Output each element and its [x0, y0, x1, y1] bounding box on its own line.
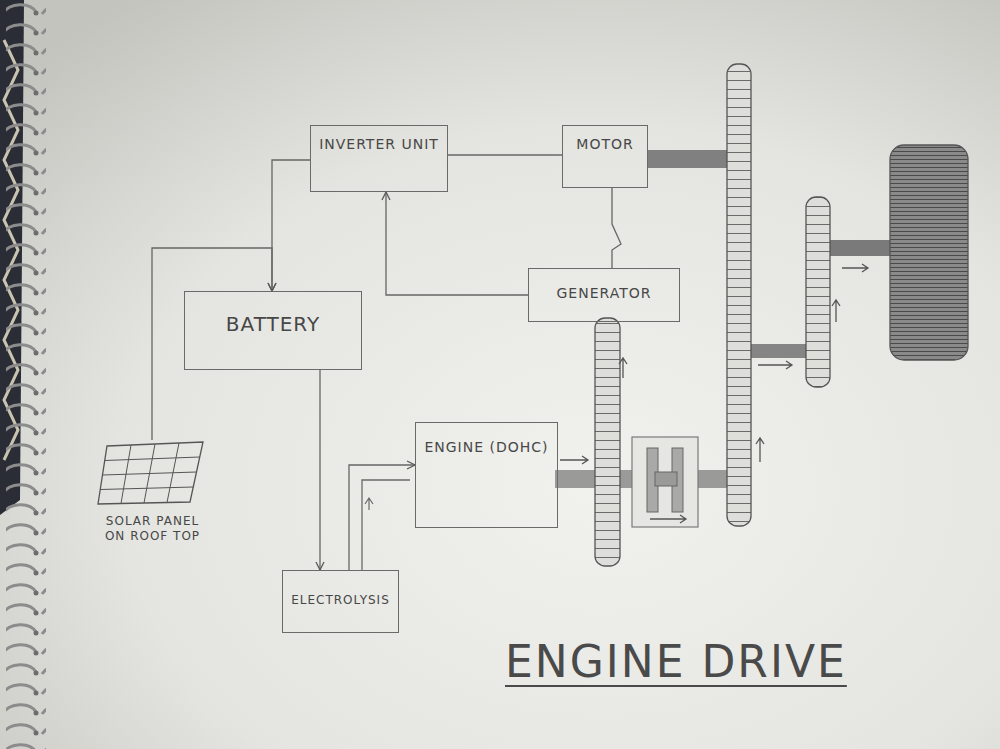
motor-shaft	[648, 150, 728, 168]
box-label: ELECTROLYSIS	[291, 593, 390, 608]
clutch-hub	[655, 472, 677, 486]
box-label: MOTOR	[576, 136, 633, 154]
inverter-box: INVERTER UNIT	[310, 125, 448, 192]
panel-outline	[98, 442, 203, 504]
reduction-gear	[806, 197, 830, 387]
connector	[272, 160, 310, 291]
motion-arrow	[842, 264, 868, 272]
solar-panel: SOLAR PANEL ON ROOF TOP	[95, 440, 210, 555]
generator-box: GENERATOR	[528, 268, 680, 322]
axle-shaft	[830, 240, 892, 256]
battery-box: BATTERY	[184, 291, 362, 370]
motion-arrow	[560, 456, 588, 464]
panel-cell-line	[144, 444, 155, 503]
flow-arrow	[365, 498, 373, 510]
motion-arrows	[560, 264, 868, 523]
connector	[319, 370, 320, 570]
connector	[612, 188, 621, 268]
engine-box: ENGINE (DOHC)	[415, 422, 558, 528]
connector	[152, 248, 272, 440]
solar-grid	[95, 440, 210, 506]
motion-arrow	[832, 300, 840, 322]
engine-gear	[595, 318, 620, 566]
clutch-housing	[632, 437, 698, 527]
box-label: GENERATOR	[557, 285, 652, 303]
intermediate-shaft	[750, 344, 808, 358]
motion-arrow	[758, 361, 792, 369]
connector	[349, 465, 415, 570]
fuel-line	[362, 480, 410, 570]
panel-cell-line	[167, 443, 179, 503]
box-label: ENGINE (DOHC)	[424, 439, 548, 457]
motor-box: MOTOR	[562, 125, 648, 188]
wheel	[890, 145, 968, 360]
panel-label: SOLAR PANEL ON ROOF TOP	[95, 514, 210, 544]
panel-cell-line	[121, 445, 131, 504]
motion-arrow	[619, 358, 627, 378]
motion-arrow	[650, 515, 686, 523]
box-label: BATTERY	[226, 312, 320, 337]
motion-arrow	[756, 438, 764, 462]
diagram-title: ENGINE DRIVE	[505, 636, 847, 687]
main-gear	[727, 64, 751, 526]
electrolysis-box: ELECTROLYSIS	[282, 570, 399, 633]
spiral-binding	[6, 0, 46, 749]
connector	[448, 154, 562, 155]
connector	[386, 192, 528, 295]
box-label: INVERTER UNIT	[319, 136, 439, 154]
